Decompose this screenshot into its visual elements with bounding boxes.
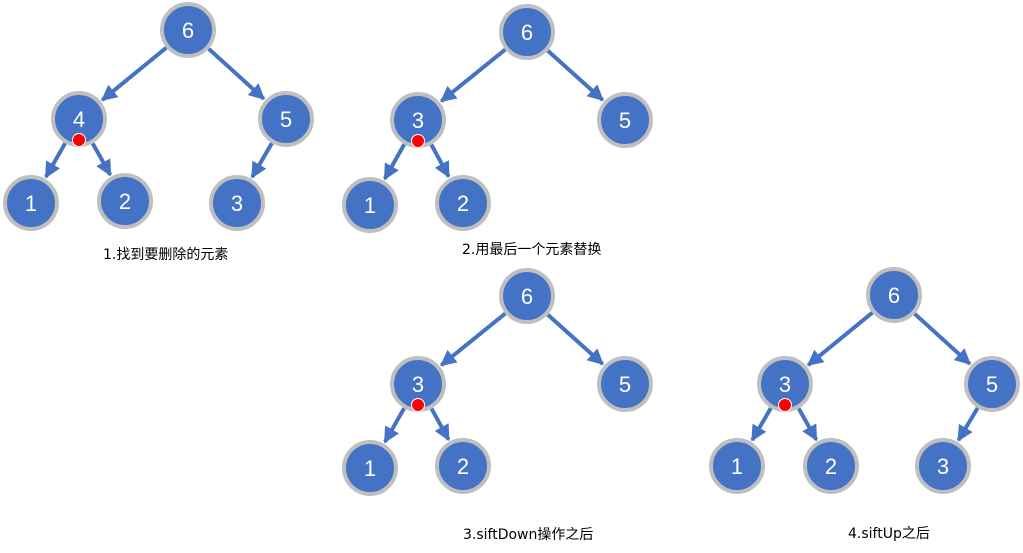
marker-dot [411,398,425,412]
node-circle [915,438,971,494]
tree-node-6: 6 [160,2,216,58]
panel-2: 6 3 5 1 2 [342,4,653,233]
tree-node-1: 1 [709,438,765,494]
tree-node-4: 4 [51,91,107,147]
edge-3-to-1 [383,407,406,444]
node-label: 5 [619,372,631,397]
marker-dot [411,134,425,148]
node-label: 2 [457,191,469,216]
edge-6-to-4 [100,46,168,102]
tree-node-3: 3 [209,175,265,231]
node-circle [258,91,314,147]
node-label: 3 [937,454,949,479]
panel-3: 6 3 5 1 2 [342,268,653,496]
edge-6-to-3 [806,311,874,367]
edge-3-to-1 [750,407,773,442]
edge-6-to-3 [440,48,507,103]
edge-6-to-5 [913,312,972,366]
node-circle [803,438,859,494]
node-circle [342,177,398,233]
caption-panel-1: 1.找到要删除的元素 [103,247,228,263]
node-label: 5 [986,372,998,397]
node-label: 3 [412,372,424,397]
node-label: 5 [280,107,292,132]
edge-4-to-2 [90,142,113,177]
edge-5-to-3 [956,407,980,442]
edge-6-to-3 [440,312,507,367]
node-label: 1 [25,191,37,216]
node-circle [866,267,922,323]
node-label: 6 [182,18,194,43]
tree-node-1: 1 [3,175,59,231]
marker-dot [778,398,792,412]
node-circle [435,438,491,494]
node-label: 6 [521,284,533,309]
node-label: 3 [412,108,424,133]
node-circle [499,268,555,324]
tree-node-6: 6 [499,268,555,324]
tree-node-1: 1 [342,177,398,233]
panel-1: 6 4 5 1 2 3 [3,2,314,231]
node-label: 1 [364,456,376,481]
caption-panel-3: 3.siftDown操作之后 [463,527,593,543]
node-label: 6 [888,283,900,308]
edge-6-to-5 [546,313,605,366]
edge-6-to-5 [546,49,605,102]
tree-node-5: 5 [597,92,653,148]
tree-node-3: 3 [915,438,971,494]
edge-4-to-1 [44,142,67,179]
node-label: 2 [825,454,837,479]
node-circle [160,2,216,58]
tree-node-1: 1 [342,440,398,496]
edge-5-to-3 [250,142,274,179]
node-label: 2 [457,454,469,479]
node-label: 1 [364,193,376,218]
tree-node-5: 5 [597,356,653,412]
tree-node-3: 3 [390,356,446,412]
node-label: 4 [73,107,85,132]
node-circle [709,438,765,494]
edge-3-to-2 [429,143,451,179]
tree-node-5: 5 [964,356,1020,412]
tree-node-5: 5 [258,91,314,147]
node-circle [964,356,1020,412]
edge-3-to-1 [383,143,406,181]
node-label: 5 [619,108,631,133]
marker-dot [72,133,86,147]
panel-4: 6 3 5 1 2 3 [709,267,1020,494]
node-circle [342,440,398,496]
node-circle [597,92,653,148]
tree-node-2: 2 [435,175,491,231]
tree-node-6: 6 [499,4,555,60]
tree-node-6: 6 [866,267,922,323]
node-circle [597,356,653,412]
edge-3-to-2 [796,407,819,442]
node-circle [499,4,555,60]
tree-node-2: 2 [435,438,491,494]
caption-panel-2: 2.用最后一个元素替换 [462,241,601,258]
node-circle [3,175,59,231]
node-circle [435,175,491,231]
edge-3-to-2 [429,407,451,442]
tree-node-2: 2 [803,438,859,494]
tree-node-3: 3 [757,356,813,412]
caption-panel-4: 4.siftUp之后 [848,526,930,542]
tree-node-3: 3 [390,92,446,148]
node-label: 3 [231,191,243,216]
node-circle [209,175,265,231]
node-label: 6 [521,20,533,45]
node-label: 3 [779,372,791,397]
edge-6-to-5 [207,47,266,101]
node-label: 1 [731,454,743,479]
node-circle [97,173,153,229]
node-label: 2 [119,189,131,214]
tree-node-2: 2 [97,173,153,229]
